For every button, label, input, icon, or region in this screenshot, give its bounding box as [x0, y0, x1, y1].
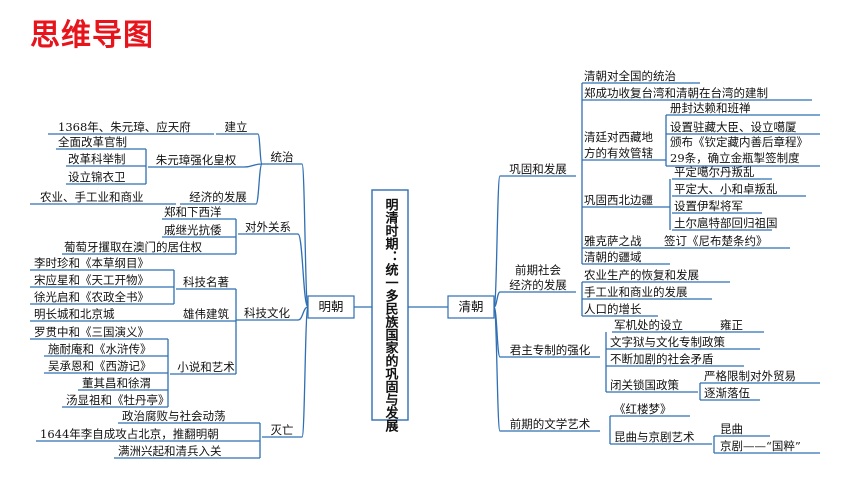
- qing-item: 军机处的设立: [614, 318, 683, 332]
- ming-leaf: 满洲兴起和清兵入关: [118, 444, 222, 458]
- qing-branch-connector: [493, 291, 501, 308]
- qing-leaf: 29条，确立金瓶掣签制度: [670, 151, 800, 165]
- qing-branch-economy: 前期社会: [515, 263, 561, 277]
- qing-item: 《红楼梦》: [614, 402, 672, 416]
- ming-group-classics: 科技名著: [183, 275, 229, 289]
- ming-label: 明朝: [318, 299, 343, 314]
- ming-leaf: 施耐庵和《水浒传》: [48, 342, 152, 356]
- qing-branch-connector: [493, 306, 501, 432]
- ming-leaf: 李时珍和《本草纲目》: [34, 256, 149, 270]
- ming-leaf: 汤显祖和《牡丹亭》: [66, 393, 170, 407]
- qing-branch-2: 君主专制的强化: [510, 343, 591, 357]
- qing-item: 郑成功收复台湾和清朝在台湾的建制: [584, 86, 768, 100]
- qing-item-tibet: 清廷对西藏地: [584, 130, 653, 144]
- center-node: [371, 189, 409, 421]
- ming-branch-connector: [301, 163, 309, 308]
- ming-leaf: 1368年、朱元璋、应天府: [58, 120, 191, 134]
- qing-leaf: 逐渐落伍: [704, 386, 750, 400]
- qing-item: 文字狱与文化专制政策: [610, 335, 725, 349]
- qing-leaf: 颁布《钦定藏内善后章程》: [670, 135, 808, 149]
- ming-leaf: 戚继光抗倭: [164, 223, 222, 237]
- qing-leaf: 手工业和商业的发展: [584, 285, 688, 299]
- qing-branch-3: 前期的文学艺术: [510, 417, 591, 431]
- center-title: 明清时期：统一多民族国家的巩固与发展: [383, 198, 400, 433]
- qing-item-tibet-2: 方的有效管辖: [584, 146, 653, 160]
- qing-item-emperor: 雍正: [720, 318, 743, 332]
- qing-item-yaksa: 雅克萨之战: [584, 234, 642, 248]
- connector-line: [257, 133, 263, 165]
- qing-item: 清朝对全国的统治: [584, 69, 676, 83]
- ming-leaf: 设立锦衣卫: [68, 170, 126, 184]
- qing-item-northwest: 巩固西北边疆: [584, 193, 653, 207]
- ming-group-establish: 建立: [225, 120, 248, 134]
- qing-item: 昆曲与京剧艺术: [614, 430, 695, 444]
- ming-leaf: 徐光启和《农政全书》: [34, 290, 149, 304]
- qing-leaf: 昆曲: [720, 422, 743, 436]
- ming-branch-sci: 科技文化: [244, 306, 290, 320]
- ming-branch-connector: [301, 306, 309, 438]
- ming-group-architecture: 雄伟建筑: [183, 307, 229, 321]
- qing-item: 闭关锁国政策: [610, 378, 679, 392]
- ming-leaf: 农业、手工业和商业: [40, 190, 144, 204]
- qing-label: 清朝: [458, 299, 483, 314]
- ming-branch-foreign: 对外关系: [245, 220, 291, 234]
- ming-group-economy: 经济的发展: [189, 190, 247, 204]
- ming-leaf: 郑和下西洋: [164, 205, 222, 219]
- ming-branch-fall: 灭亡: [271, 423, 294, 437]
- ming-branch-connector: [297, 233, 309, 308]
- ming-group-power: 朱元璋强化皇权: [156, 153, 237, 167]
- qing-leaf: 土尔扈特部回归祖国: [674, 216, 778, 230]
- qing-branch-0: 巩固和发展: [509, 162, 567, 176]
- qing-item: 清朝的疆域: [584, 250, 642, 264]
- qing-leaf: 设置伊犁将军: [674, 199, 743, 213]
- qing-leaf: 平定噶尔丹叛乱: [674, 165, 755, 179]
- ming-leaf: 董其昌和徐渭: [82, 376, 151, 390]
- ming-leaf: 政治腐败与社会动荡: [122, 409, 226, 423]
- ming-branch-connector: [297, 306, 309, 321]
- ming-branch-ruling: 统治: [271, 150, 294, 164]
- qing-item: 不断加剧的社会矛盾: [610, 352, 714, 366]
- connector-line: [255, 163, 263, 205]
- qing-leaf: 册封达赖和班禅: [670, 101, 751, 115]
- qing-branch-economy-2: 经济的发展: [509, 278, 567, 292]
- ming-leaf: 全面改革官制: [58, 135, 127, 149]
- ming-group-novels: 小说和艺术: [177, 360, 235, 374]
- qing-item-treaty: 签订《尼布楚条约》: [664, 234, 768, 248]
- ming-leaf: 葡萄牙攫取在澳门的居住权: [64, 240, 202, 254]
- ming-leaf: 宋应星和《天工开物》: [34, 273, 149, 287]
- ming-leaf: 吴承恩和《西游记》: [48, 359, 152, 373]
- ming-leaf: 1644年李自成攻占北京，推翻明朝: [40, 427, 219, 441]
- qing-leaf: 农业生产的恢复和发展: [584, 268, 699, 282]
- ming-leaf: 明长城和北京城: [34, 307, 115, 321]
- ming-leaf: 罗贯中和《三国演义》: [34, 325, 149, 339]
- page-title: 思维导图: [30, 18, 154, 53]
- qing-leaf: 设置驻藏大臣、设立噶厦: [670, 120, 797, 134]
- qing-leaf: 严格限制对外贸易: [704, 369, 796, 383]
- qing-leaf: 人口的增长: [584, 302, 642, 316]
- qing-leaf: 京剧——“国粹”: [720, 439, 801, 453]
- qing-branch-connector: [493, 175, 501, 308]
- connector-line: [243, 163, 263, 168]
- ming-leaf: 改革科举制: [68, 152, 126, 166]
- qing-leaf: 平定大、小和卓叛乱: [674, 182, 778, 196]
